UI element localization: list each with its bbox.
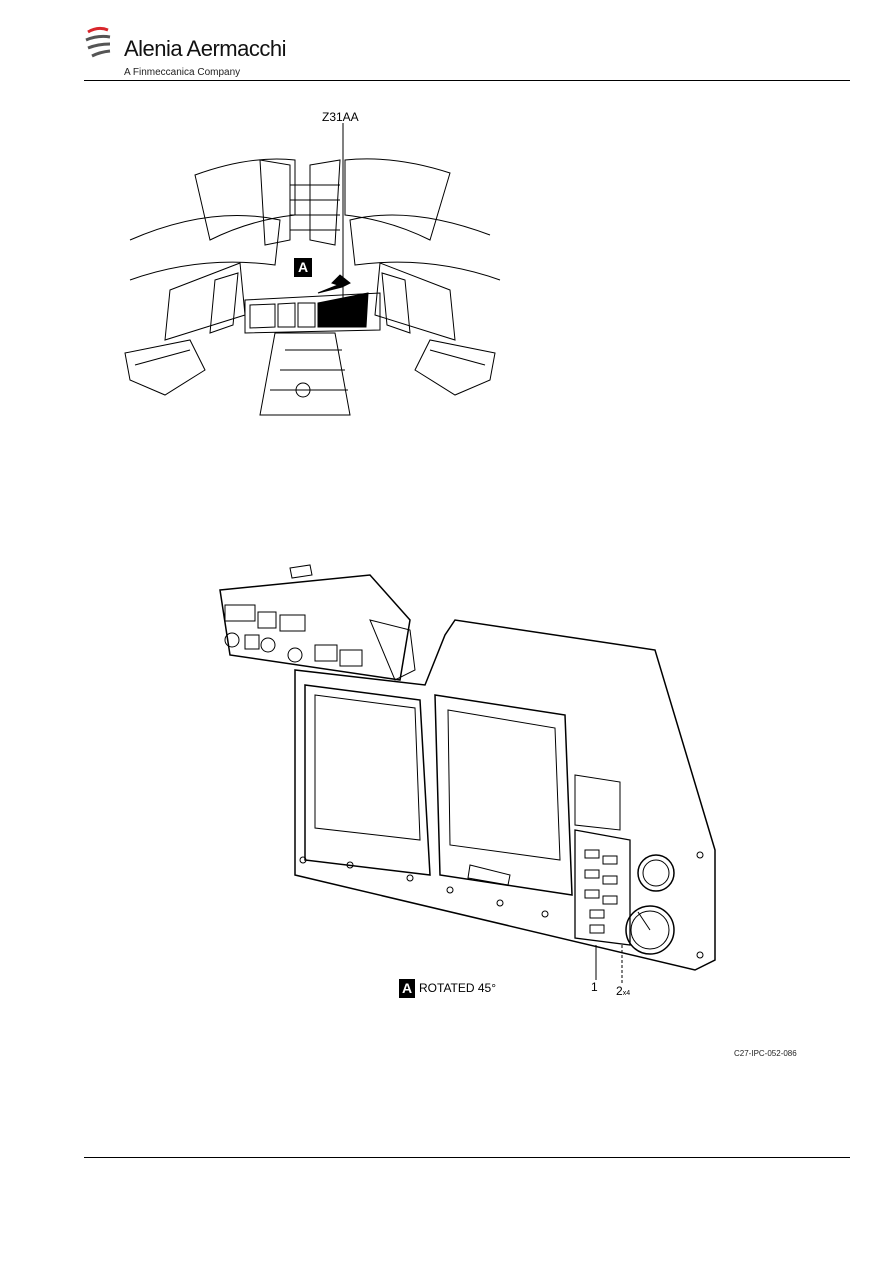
figure-identifier: C27-IPC-052-086 [734,1049,797,1058]
header-rule [84,80,850,81]
view-caption-text: ROTATED 45° [419,981,497,995]
company-logo: Alenia Aermacchi A Finmeccanica Company [84,24,286,80]
view-a-marker: A [294,258,312,277]
footer-rule [84,1157,850,1158]
callout-label: 1 [591,980,598,994]
callout-item-1: 1 [591,980,598,994]
callout-label: 2 [616,984,623,998]
cockpit-overview-illustration [124,123,501,416]
view-caption: A ROTATED 45° [399,978,496,998]
zone-reference-label: Z31AA [322,110,359,124]
callout-quantity: x4 [622,990,631,997]
company-name: Alenia Aermacchi [124,36,286,61]
view-a-caption-marker: A [399,978,415,998]
company-tagline: A Finmeccanica Company [124,67,241,78]
panel-detail-illustration [219,564,716,985]
callout-item-2: 2x4 [616,984,630,998]
logo-swoosh-icon [85,26,111,58]
